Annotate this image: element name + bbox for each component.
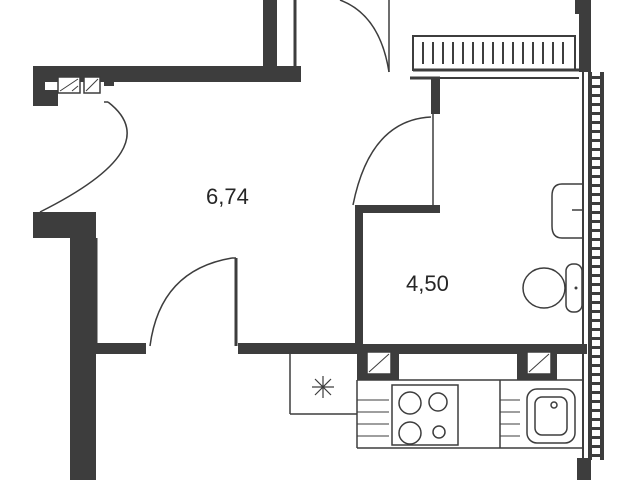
outer-wall-hatch-tick [592, 454, 600, 457]
ventilation-shaft-icon [83, 76, 101, 94]
outer-wall-hatch-tick [592, 328, 600, 331]
wall-right-outer [579, 0, 591, 72]
walls [33, 0, 591, 480]
wall-top-left-vertical [263, 0, 277, 78]
outer-wall-hatch-tick [592, 364, 600, 367]
outer-wall-hatch-tick [592, 175, 600, 178]
outer-wall-hatch-tick [592, 265, 600, 268]
outer-wall-hatch-tick [592, 427, 600, 430]
outer-wall-hatch-tick [592, 283, 600, 286]
wall-bath-left-top [355, 205, 440, 213]
outer-wall-hatch-tick [592, 382, 600, 385]
outer-wall-hatch-tick [592, 373, 600, 376]
wall-bath-left [355, 205, 363, 347]
outer-wall-hatch-tick [592, 121, 600, 124]
outer-wall-hatch-tick [592, 409, 600, 412]
room-area-hall: 6,74 [206, 184, 249, 209]
door-top [339, 0, 390, 73]
outer-wall-hatch-tick [592, 292, 600, 295]
door-kitchen [149, 257, 236, 347]
outer-wall-hatch-tick [592, 418, 600, 421]
outer-wall-hatch-tick [592, 148, 600, 151]
wall-right-lower [577, 458, 591, 480]
outer-wall-hatch-tick [592, 391, 600, 394]
wall-corridor-bottom-left [96, 343, 146, 354]
radiator-icon [412, 35, 579, 72]
outer-wall-hatch-tick [592, 112, 600, 115]
outer-wall-hatch-tick [592, 157, 600, 160]
outer-wall-hatch-tick [592, 346, 600, 349]
stove-icon [391, 384, 459, 446]
outer-wall-hatch-tick [592, 193, 600, 196]
sink-icon [526, 388, 576, 444]
ac-unit-icon [312, 376, 334, 398]
outer-wall-hatch-tick [592, 247, 600, 250]
wall-upper-mid [104, 78, 114, 86]
ventilation-shaft-icon [526, 351, 552, 375]
outer-wall-hatch-tick [592, 166, 600, 169]
outer-wall-hatch-tick [592, 94, 600, 97]
outer-wall-hatch-tick [592, 400, 600, 403]
kitchen-counter [356, 379, 584, 449]
outer-wall-hatch-tick [592, 355, 600, 358]
outer-wall-hatch-tick [592, 337, 600, 340]
door-entrance [39, 101, 128, 213]
wall-lower-left-vertical [70, 212, 96, 480]
outer-wall-hatch-tick [592, 238, 600, 241]
ventilation-shafts [57, 76, 552, 375]
bathroom-sink-icon [551, 183, 582, 239]
wall-kitchen-top [357, 344, 587, 354]
outer-wall-hatch-tick [592, 436, 600, 439]
ventilation-shaft-icon [366, 351, 392, 375]
doors [39, 0, 434, 347]
outer-wall-hatch-tick [592, 211, 600, 214]
outer-wall-hatch-tick [592, 130, 600, 133]
outer-wall-hatch-tick [592, 103, 600, 106]
wall-bath-top-vertical [431, 78, 440, 114]
outer-wall-hatched [582, 72, 604, 460]
outer-wall-hatch-tick [592, 220, 600, 223]
wall-corridor-bottom-right [238, 343, 360, 354]
outer-wall-hatch-tick [592, 76, 600, 79]
toilet-icon [522, 263, 583, 313]
outer-wall-hatch-tick [592, 139, 600, 142]
outer-wall-hatch-tick [592, 274, 600, 277]
outer-wall-hatch-tick [592, 319, 600, 322]
outer-wall-hatch-tick [592, 256, 600, 259]
outer-wall-hatch [592, 76, 600, 457]
outer-wall-hatch-tick [592, 301, 600, 304]
outer-wall-hatch-tick [592, 445, 600, 448]
outer-wall-hatch-tick [592, 202, 600, 205]
thin-walls [94, 0, 579, 415]
outer-wall-hatch-tick [592, 310, 600, 313]
outer-wall-hatch-tick [592, 85, 600, 88]
outer-wall-thin [582, 72, 584, 460]
door-bathroom [352, 114, 434, 206]
ventilation-shaft-icon [57, 76, 81, 94]
outer-wall-hatch-tick [592, 229, 600, 232]
wall-right-upper-stub [575, 0, 585, 14]
outer-wall-hatch-tick [592, 184, 600, 187]
room-area-bathroom: 4,50 [406, 271, 449, 296]
wall-upper-left-lower [33, 90, 58, 106]
